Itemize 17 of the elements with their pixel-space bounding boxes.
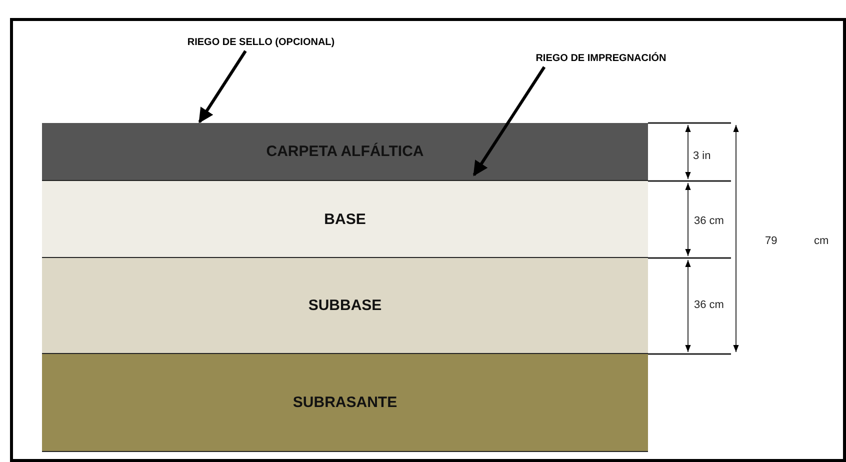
layer-label: SUBBASE — [308, 297, 382, 314]
dimension-label: 36 cm — [694, 215, 724, 227]
layer-band — [42, 181, 648, 258]
leader-arrow — [472, 66, 546, 176]
leader-arrow — [198, 50, 247, 124]
layer-label: BASE — [324, 210, 366, 228]
dimension-label: 79 — [765, 235, 778, 247]
leader-text: RIEGO DE SELLO (OPCIONAL) — [175, 34, 347, 50]
layer-band — [42, 258, 648, 354]
dimension-label: 3 in — [693, 150, 711, 162]
layer-label: CARPETA ALFÁLTICA — [266, 143, 424, 160]
dimension-label: cm — [814, 235, 829, 247]
leader-text: RIEGO DE IMPREGNACIÓN — [520, 50, 682, 66]
layer-band — [42, 123, 648, 181]
layer-band — [42, 354, 648, 452]
dimension-label: 36 cm — [694, 299, 724, 311]
layer-label: SUBRASANTE — [292, 394, 398, 411]
